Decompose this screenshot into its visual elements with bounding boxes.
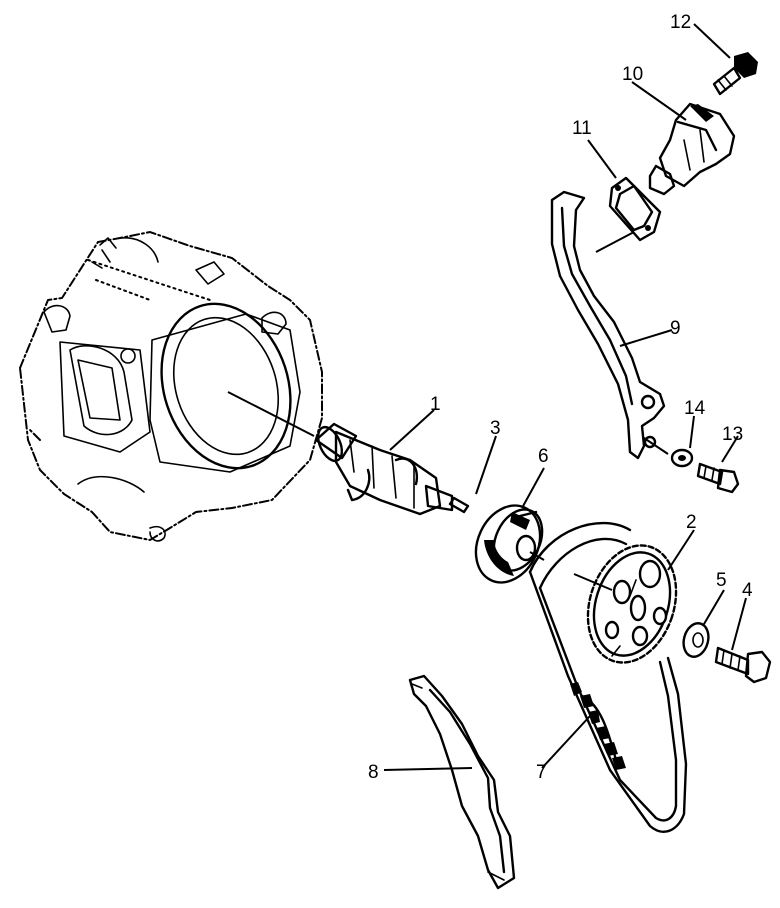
washer	[682, 622, 710, 658]
cam-chain-tensioner	[648, 102, 736, 196]
callout-6: 6	[538, 446, 549, 467]
guide-bolt	[696, 462, 740, 494]
tensioner-guide	[550, 190, 666, 460]
cam-sprocket	[586, 544, 678, 664]
cam-chain	[528, 521, 688, 833]
cylinder-head	[18, 230, 323, 542]
callout-13: 13	[722, 424, 743, 445]
tensioner-gasket	[608, 176, 662, 242]
callout-14: 14	[684, 398, 706, 419]
callout-9: 9	[670, 318, 681, 339]
callout-labels: 1 2 3 4 5 6 7 8 9 10 11 12 13 14	[368, 12, 753, 783]
camshaft	[314, 422, 454, 516]
tensioner-bolt	[712, 52, 758, 96]
callout-7: 7	[536, 762, 547, 783]
callout-3: 3	[490, 418, 501, 439]
callout-8: 8	[368, 762, 379, 783]
decompressor-ring	[474, 504, 544, 584]
leader-lines	[227, 23, 747, 771]
dowel-pin	[448, 496, 470, 514]
chain-guide	[408, 674, 516, 890]
sprocket-bolt	[714, 646, 772, 684]
callout-5: 5	[716, 570, 727, 591]
callout-12: 12	[670, 12, 691, 33]
guide-washer	[670, 448, 694, 468]
callout-11: 11	[572, 118, 592, 139]
callout-1: 1	[430, 394, 441, 415]
callout-2: 2	[686, 512, 697, 533]
callout-10: 10	[622, 64, 643, 85]
callout-4: 4	[742, 580, 753, 601]
